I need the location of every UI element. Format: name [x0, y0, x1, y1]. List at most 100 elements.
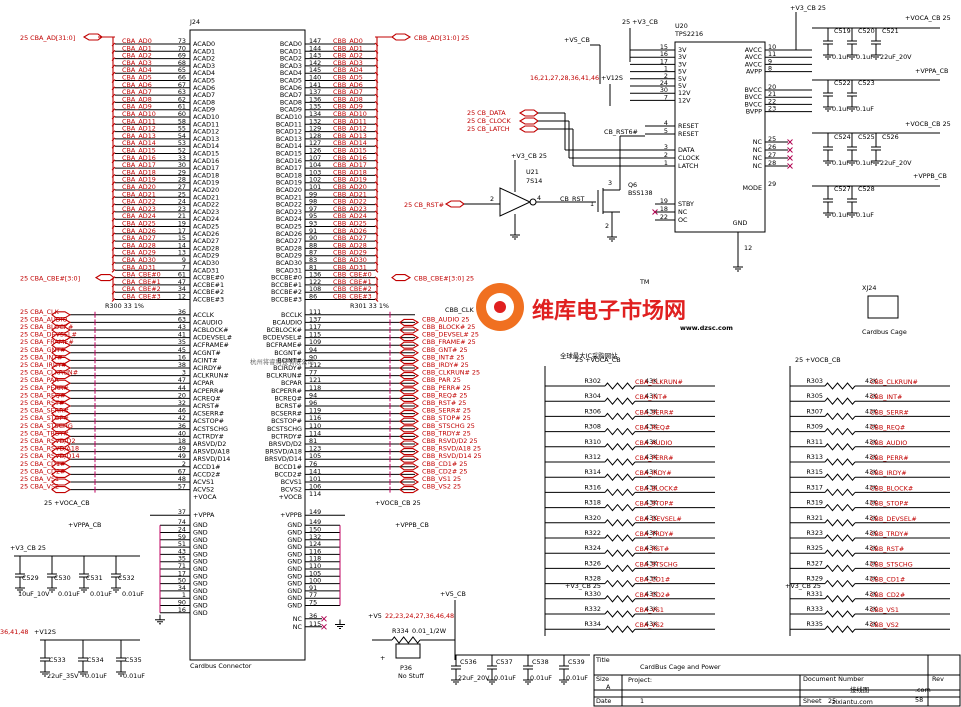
pullup-resistor	[604, 412, 636, 421]
net-label-a: CBA_AD10	[122, 110, 156, 118]
pullup-resistor	[824, 458, 856, 466]
pin-number-a: 69	[178, 52, 186, 60]
control-pin-b: 94	[309, 391, 317, 399]
pullup-value: 43K	[645, 438, 658, 446]
pin-name-b: BCAD15	[276, 150, 302, 158]
control-pin-name-b: BCTRDY#	[271, 432, 302, 440]
control-port-b	[399, 326, 420, 334]
gnd-pin-b: 116	[309, 547, 321, 555]
control-pin-name-b: BCAUDIO	[272, 318, 302, 326]
pullup-ref: R310	[584, 438, 601, 446]
control-net-b: CBB_RSVD/A18 25	[422, 445, 481, 453]
pin-number-b: 107	[309, 154, 321, 162]
u20-ctrl-name: LATCH	[678, 162, 699, 170]
q6-ref: Q6	[628, 181, 637, 189]
net-label-a: CBA_AD4	[122, 66, 152, 74]
control-pin-name-a: ACIRDY#	[193, 364, 222, 372]
u20-pin-num: 7	[664, 93, 668, 101]
pullup-net: CBB_INT#	[870, 393, 902, 401]
u20-pin-name: 3V	[678, 46, 687, 54]
pullup-resistor	[824, 412, 856, 421]
net-label-a: CBA_AD30	[122, 256, 156, 264]
control-net-b: CBB_FRAME# 25	[422, 338, 476, 346]
pullup-net: CBA_STSCHG	[635, 560, 678, 568]
cap-value: 0.1uF	[856, 159, 874, 167]
date-label: Date	[596, 697, 611, 705]
pullup-value: 43K	[645, 590, 658, 598]
u20-data-port	[518, 125, 539, 133]
control-pin-name-b: BCLKRUN#	[266, 372, 302, 380]
pullup-ref: R315	[806, 468, 823, 476]
net-label-b: CBB_AD8	[333, 95, 363, 103]
pin-number-a: 54	[178, 132, 186, 140]
pullup-net: CBA_CD2#	[635, 591, 670, 599]
u20-out-num: 23	[768, 105, 776, 113]
pin-number-a: 25	[178, 190, 186, 198]
pin-number-b: 93	[309, 220, 317, 228]
pullup-value: 43K	[865, 377, 878, 385]
pin-number-a: 30	[178, 161, 186, 169]
pullup-ref: R331	[806, 590, 823, 598]
control-net-b: CBB_STOP# 25	[422, 414, 471, 422]
net-label-a: CBA_AD8	[122, 95, 152, 103]
u20-out-name: BVCC	[745, 93, 763, 101]
gnd-pin-name-a: GND	[193, 594, 208, 602]
pin-number-a: 52	[178, 147, 186, 155]
pin-name-b: BCAD4	[280, 69, 302, 77]
gnd-pin-b: 118	[309, 555, 321, 563]
gnd-pin-a: 71	[178, 562, 186, 570]
r334-value: 0.01_1/2W	[412, 627, 447, 635]
pin-number-b: 141	[309, 81, 321, 89]
pullup-net: CBB_RST#	[870, 545, 904, 553]
pin-number-b: 104	[309, 161, 321, 169]
pin-number-a: 29	[178, 168, 186, 176]
bottom-v5-refs: 22,23,24,27,36,46,48	[385, 612, 454, 620]
p36-jumper	[395, 643, 421, 659]
net-label-b: CBB_AD16	[333, 154, 367, 162]
control-port-b	[399, 387, 420, 395]
pin-name-b: BCAD21	[276, 193, 302, 201]
net-label-b: CBB_AD31	[333, 263, 367, 271]
net-label-a: CBA_AD0	[122, 37, 152, 45]
pin-number-b: 140	[309, 74, 321, 82]
control-net-a: 25 CBA_VS2	[20, 483, 59, 491]
control-pin-name-a: ACSERR#	[193, 410, 224, 418]
gnd-pin-name-a: GND	[193, 587, 208, 595]
control-net-b: CBB_GNT# 25	[422, 346, 468, 354]
cap-ref: C534	[87, 656, 104, 664]
pin-number-b: 126	[309, 147, 321, 155]
pin-name-b: BCAD24	[276, 215, 302, 223]
net-label-b: CBB_AD30	[333, 256, 367, 264]
pullup-ref: R313	[806, 453, 823, 461]
pullup-ref: R327	[806, 559, 823, 567]
pullup-value: 43K	[645, 529, 658, 537]
pullup-net: CBA_CLKRUN#	[635, 378, 683, 386]
cap-value: 22uF_20V	[880, 53, 912, 61]
nc-pin-num: 36	[309, 612, 317, 620]
vcca-net: 25 +VOCA_CB	[44, 499, 90, 507]
pullup-ref: R314	[584, 468, 601, 476]
gnd-pin-b: 110	[309, 562, 321, 570]
u21-in-pin: 2	[490, 195, 494, 203]
pin-name-a: ACAD7	[193, 91, 215, 99]
pin-number-a: 15	[178, 234, 186, 242]
pullup-net: CBA_VS1	[635, 606, 664, 614]
control-net-b: CBB_CD2# 25	[422, 467, 467, 475]
no-connect-mark	[787, 139, 793, 145]
u20-pin-num: 2	[664, 72, 668, 80]
pullup-ref: R333	[806, 605, 823, 613]
control-net-a: 25 CBA_DEVSEL#	[20, 331, 77, 339]
pullup-resistor	[824, 564, 856, 573]
u20-pin-name: 5V	[678, 68, 687, 76]
pin-name-a: ACCBE#3	[193, 296, 224, 304]
control-net-b: CBB_DEVSEL# 25	[422, 331, 479, 339]
pin-name-b: BCAD17	[276, 164, 302, 172]
cap-ref: C530	[54, 574, 71, 582]
pin-number-a: 66	[178, 74, 186, 82]
control-pin-b: 94	[309, 346, 317, 354]
control-pin-a: 57	[178, 483, 186, 491]
u21-out-net: CB_RST	[560, 195, 585, 203]
control-port-a	[51, 341, 72, 349]
control-pin-name-b: BCSTOP#	[271, 417, 302, 425]
control-pin-b: 117	[309, 323, 321, 331]
